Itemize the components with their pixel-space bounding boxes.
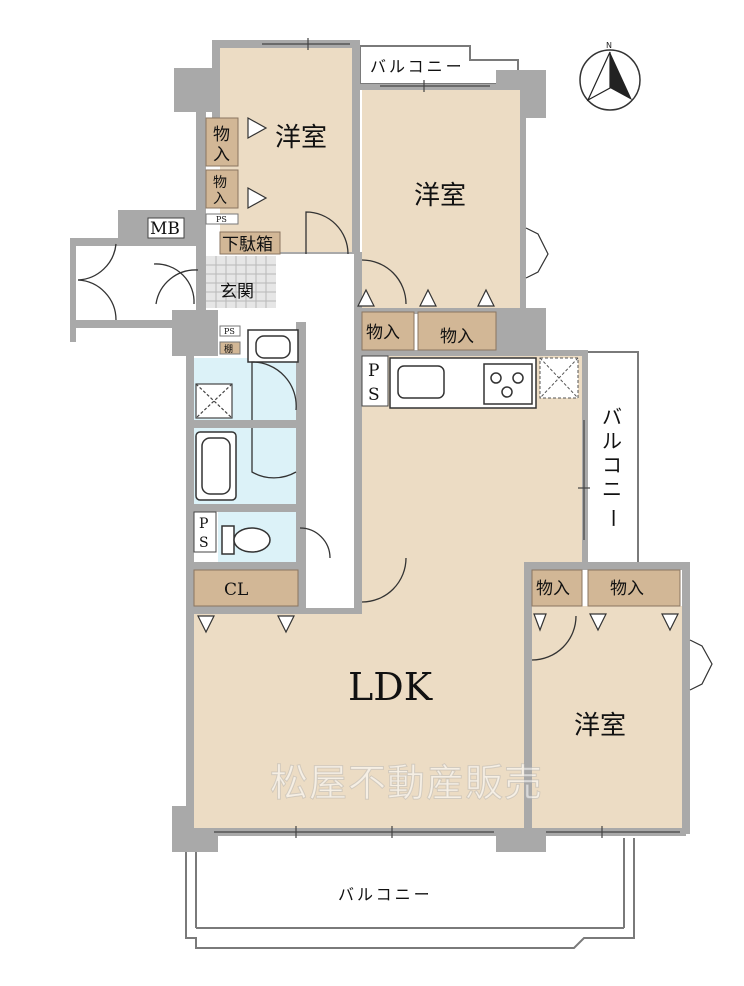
room-label-western-3: 洋室 [574,711,626,741]
balcony-right-char-3: コ [602,453,622,477]
ps-small-1: PS [216,215,227,224]
closet-markers [197,116,679,634]
room-label-western-1: 洋室 [275,123,327,153]
toilet [221,525,271,555]
pipe-space-kitchen [361,355,389,407]
room-ldk [194,410,582,828]
meter-box [147,217,185,239]
storage-label-1b: 入 [213,145,230,165]
balcony-right-char-4: ニ [602,477,622,501]
pipe-space-small-2 [219,325,241,337]
label-meter-box: MB [150,219,180,239]
shelf [219,341,241,355]
laundry-pan [195,383,233,419]
kitchen-counter [389,357,537,409]
storage-label-4: 物入 [440,327,474,347]
ps-small-2: PS [224,327,235,336]
door-swings [77,211,577,661]
ps-toilet-p: P [199,516,208,532]
entrance-tiles [206,256,276,308]
room-western-1 [220,48,352,252]
room-label-ldk: LDK [348,665,433,709]
storage-label-3: 物入 [366,323,400,343]
ps-toilet-s: S [199,535,209,551]
watermark: 松屋不動産販売 [270,761,543,805]
columns [172,68,546,852]
label-closet: CL [224,580,248,600]
north-arrow-icon: N [579,41,641,111]
wash-basin [247,329,299,363]
balcony-right-area [585,351,639,567]
window-marks [214,38,680,838]
room-label-western-2: 洋室 [414,181,466,211]
storage-label-6: 物入 [610,579,644,599]
balcony-top-label: バルコニー [370,57,465,76]
room-western-3 [532,606,682,828]
storage-label-2a: 物 [213,175,227,191]
room-western-2 [362,90,520,308]
storage-units [193,117,681,607]
balcony-right-char-1: バ [602,405,622,429]
fridge-space [539,357,579,399]
ps-kitchen-p: P [368,361,379,381]
storage-label-5: 物入 [536,579,570,599]
room-label-entrance: 玄関 [220,282,254,302]
balcony-right-label: バ ル コ ニ ー [601,405,625,528]
balcony-right-char-2: ル [602,429,622,453]
hallway [306,254,354,608]
label-shelf: 棚 [224,343,233,355]
svg-text:N: N [606,41,612,50]
storage-label-2b: 入 [213,191,227,207]
pipe-space-small-1 [205,213,239,225]
balcony-bottom-label: バルコニー [338,885,433,904]
balcony-right-char-5: ー [601,508,625,528]
bathtub [195,431,237,501]
ps-kitchen-s: S [368,385,380,405]
pipe-space-toilet [193,511,217,553]
storage-label-1a: 物 [213,125,230,145]
label-shoe-box: 下駄箱 [222,235,273,255]
bay-windows [525,227,713,691]
